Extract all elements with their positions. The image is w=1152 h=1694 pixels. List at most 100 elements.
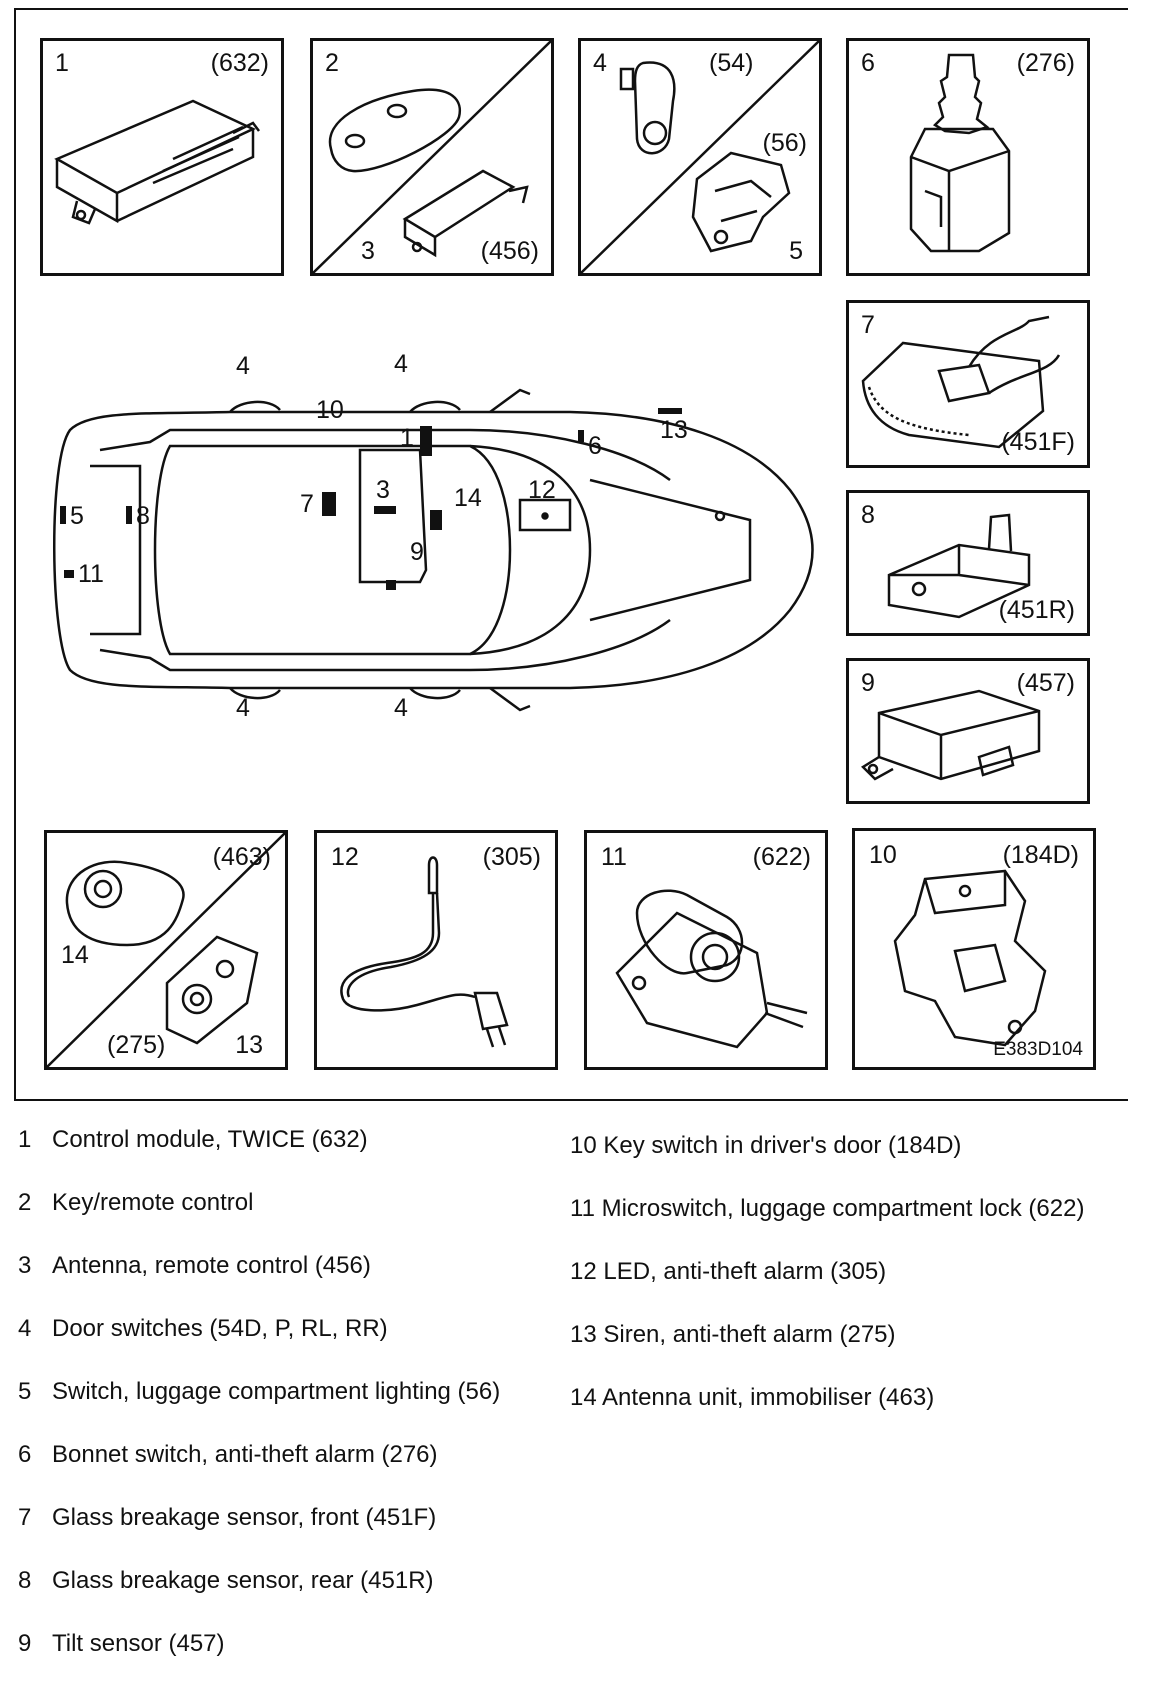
marker-antenna-unit [430, 510, 442, 530]
panel-number: 8 [861, 501, 875, 529]
panel-reference: (463) [212, 843, 271, 871]
panel-reference: (184D) [1002, 841, 1079, 869]
legend-item: 11 Microswitch, luggage compartment lock… [570, 1197, 1084, 1221]
panel-number: 1 [55, 49, 69, 77]
legend-item: 13 Siren, anti-theft alarm (275) [570, 1323, 896, 1347]
legend-text: Door switches (54D, P, RL, RR) [52, 1315, 388, 1342]
legend-number: 9 [18, 1630, 32, 1657]
legend-number: 5 [18, 1378, 32, 1405]
car-outline [53, 388, 814, 712]
legend-item: 14 Antenna unit, immobiliser (463) [570, 1386, 934, 1410]
callout-luggage-light: 5 [70, 502, 84, 530]
led-illustration [340, 856, 509, 1048]
marker-tilt-sensor [386, 580, 396, 590]
panel-reference: (457) [1016, 669, 1075, 697]
callout-bonnet-switch: 6 [588, 432, 602, 460]
control-module-illustration [54, 99, 260, 225]
legend-text: LED, anti-theft alarm (305) [603, 1258, 887, 1285]
legend-item: 4 Door switches (54D, P, RL, RR) [18, 1317, 388, 1341]
panel-number: 3 [361, 237, 375, 265]
panel-number: 9 [861, 669, 875, 697]
callout-control-module: 1 [400, 424, 414, 452]
glass-sensor-front-illustration [861, 315, 1061, 449]
callout-glass-sensor-rear: 8 [136, 502, 150, 530]
legend-item: 7 Glass breakage sensor, front (451F) [18, 1506, 436, 1530]
panel-number: 6 [861, 49, 875, 77]
legend-text: Siren, anti-theft alarm (275) [603, 1321, 896, 1348]
legend-text: Switch, luggage compartment lighting (56… [52, 1378, 501, 1405]
panel-reference: (56) [762, 129, 807, 157]
legend-item: 2 Key/remote control [18, 1191, 253, 1215]
legend-text: Microswitch, luggage compartment lock (6… [601, 1195, 1085, 1222]
panel-reference: (451R) [998, 596, 1075, 624]
legend-number: 8 [18, 1567, 32, 1594]
legend-number: 10 [570, 1132, 597, 1159]
legend-number: 2 [18, 1189, 32, 1216]
legend-item: 10 Key switch in driver's door (184D) [570, 1134, 961, 1158]
legend-text: Antenna, remote control (456) [52, 1252, 371, 1279]
callout-door-switch: 4 [236, 352, 250, 380]
marker-luggage-light [60, 506, 66, 524]
marker-antenna [374, 506, 396, 514]
marker-bonnet-switch [578, 430, 584, 442]
panel-number: 2 [325, 49, 339, 77]
antenna-siren-illustration [47, 833, 285, 1067]
callout-door-switch: 4 [236, 694, 250, 722]
panel-number: 4 [593, 49, 607, 77]
key-switch-illustration [893, 869, 1047, 1047]
marker-control-module [420, 426, 432, 456]
panel-tilt-sensor: 9 (457) [846, 658, 1090, 804]
panel-control-module: 1 (632) [40, 38, 284, 276]
legend-number: 12 [570, 1258, 597, 1285]
legend-item: 8 Glass breakage sensor, rear (451R) [18, 1569, 434, 1593]
legend-right: 10 Key switch in driver's door (184D) 11… [570, 1134, 1140, 1434]
legend-text: Glass breakage sensor, front (451F) [52, 1504, 437, 1531]
panel-door-switches: 4 (54) (56) 5 [578, 38, 822, 276]
marker-luggage-lock [64, 570, 74, 578]
legend-number: 6 [18, 1441, 32, 1468]
callout-glass-sensor-front: 7 [300, 490, 314, 518]
panel-glass-sensor-front: 7 (451F) [846, 300, 1090, 468]
panel-number: 5 [789, 237, 803, 265]
panel-reference: (275) [107, 1031, 166, 1059]
legend-text: Key switch in driver's door (184D) [603, 1132, 962, 1159]
panel-reference: (622) [752, 843, 811, 871]
microswitch-illustration [615, 889, 808, 1049]
panel-number: 10 [869, 841, 897, 869]
legend-number: 14 [570, 1384, 597, 1411]
panel-number: 14 [61, 941, 89, 969]
callout-door-switch: 4 [394, 350, 408, 378]
legend-number: 7 [18, 1504, 32, 1531]
diagram-code: E383D104 [993, 1039, 1083, 1060]
panel-reference: (305) [482, 843, 541, 871]
panel-luggage-microswitch: 11 (622) [584, 830, 828, 1070]
legend-number: 1 [18, 1126, 32, 1153]
panel-led: 12 (305) [314, 830, 558, 1070]
panel-reference: (451F) [1001, 428, 1075, 456]
panel-reference: (632) [210, 49, 269, 77]
callout-antenna: 3 [376, 476, 390, 504]
key-antenna-illustration [313, 41, 551, 273]
legend-item: 12 LED, anti-theft alarm (305) [570, 1260, 886, 1284]
glass-sensor-rear-illustration [887, 513, 1031, 619]
legend-text: Glass breakage sensor, rear (451R) [52, 1567, 434, 1594]
legend-text: Control module, TWICE (632) [52, 1126, 368, 1153]
panel-reference: (456) [480, 237, 539, 265]
panel-reference: (276) [1016, 49, 1075, 77]
callout-tilt-sensor: 9 [410, 538, 424, 566]
door-switch-illustration [581, 41, 819, 273]
callout-antenna-unit: 14 [454, 484, 482, 512]
marker-glass-sensor-rear [126, 506, 132, 524]
bonnet-switch-illustration [909, 53, 1011, 253]
legend-item: 9 Tilt sensor (457) [18, 1632, 225, 1656]
legend-number: 4 [18, 1315, 32, 1342]
callout-luggage-lock: 11 [78, 560, 104, 588]
legend-left: 1 Control module, TWICE (632) 2 Key/remote… [18, 1128, 558, 1668]
car-overview: 4 4 4 4 10 1 13 6 7 3 14 12 5 8 9 11 [30, 352, 840, 730]
legend-text: Key/remote control [52, 1189, 254, 1216]
legend-text: Antenna unit, immobiliser (463) [602, 1384, 935, 1411]
legend-text: Tilt sensor (457) [52, 1630, 225, 1657]
callout-led: 12 [528, 476, 556, 504]
